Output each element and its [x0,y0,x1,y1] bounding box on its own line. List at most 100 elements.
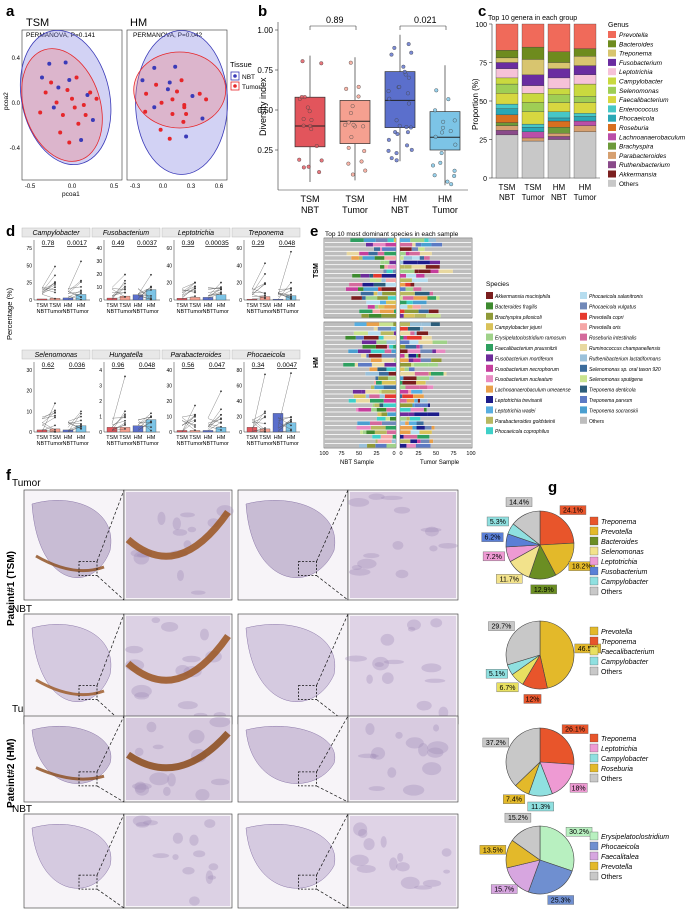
point-nbt [51,105,56,110]
x-tick-label: TSM [259,435,271,441]
species-segment [371,362,385,367]
jitter-point [401,64,406,69]
species-segment [424,425,432,430]
p-value-label: 0.0047 [277,362,297,369]
x-tick-label: TSM [259,303,271,309]
tissue-texture [396,862,410,872]
x-tick-label: Tumor [47,309,63,315]
x-tick-label: HM [274,303,283,309]
species-segment [419,326,424,331]
bar [132,425,144,433]
legend-label: Faecalibacterium prausnitzii [495,346,558,352]
panel-a-ordination: TSM HM PERMANOVA, P=0.141 PERMANOVA, P=0… [3,17,261,198]
pair-point [264,429,266,431]
strip-label: Phocaeicola [247,352,285,359]
species-segment [421,403,429,408]
jitter-point [441,119,446,124]
point-nbt [85,93,90,97]
legend-label: Faecalitalea [601,854,639,861]
species-segment [411,389,423,394]
pair-line [41,424,56,432]
species-segment [369,398,384,403]
jitter-point [309,118,314,123]
point-nbt [165,87,170,92]
stacked-segment [573,96,597,103]
tissue-texture [134,783,150,796]
legend-label: Erysipelatoclostridium ramosum [495,336,566,342]
pie-label-box [485,669,508,679]
bar [36,429,48,433]
x-tick-label: TSM [301,194,320,204]
tissue-texture [438,542,458,549]
legend-label: Selenomonas sp. oral taxon 920 [589,367,661,373]
x-tick-label: HM [553,183,566,192]
panel-a-frame-hm [126,29,228,181]
jitter-point [301,123,306,128]
p-value-label: 0.56 [182,362,195,369]
tissue-texture [433,724,440,732]
stacked-segment [495,130,519,136]
legend-swatch [608,58,616,66]
pair-line [181,288,196,296]
legend-swatch [608,114,616,122]
legend-label: Selenomonas sputigena [589,377,643,383]
x-tick-label: TSM [346,194,365,204]
species-segment [346,251,360,256]
pair-line [181,286,196,299]
species-segment-others [433,385,472,390]
tissue-texture [392,541,404,550]
species-segment [381,389,396,394]
pie-percent-label: 12% [525,696,539,703]
panel-f-row-tumor-1: Tumor [12,478,41,489]
pie-label-box [504,812,532,823]
pie-percent-label: 12.9% [534,587,554,594]
species-segment [365,371,380,376]
legend-swatch [589,656,599,666]
point-nbt [63,60,68,65]
stacked-segment [573,120,597,126]
species-segment [375,380,382,385]
x-tick-label: TSM [36,303,48,309]
jitter-point [386,89,391,94]
species-segment [366,300,380,305]
legend-swatch [580,396,587,403]
pair-line [67,261,82,291]
species-segment [407,349,421,354]
species-segment [400,367,405,372]
tissue-texture [363,838,375,851]
species-segment-others [324,242,366,247]
tissue-texture [422,762,442,776]
species-segment [369,394,380,399]
pair-line [41,412,56,418]
legend-label: Phocaeicola [619,116,655,123]
box [339,100,371,144]
pair-line [41,283,56,290]
jitter-point [386,148,391,153]
pair-line [277,430,292,432]
tissue-texture [180,512,195,518]
legend-label: Others [601,776,623,783]
pie-label-box [530,584,557,595]
species-segment-others [433,291,472,296]
pie-percent-label: 25.3% [551,897,571,904]
pair-point [290,289,292,292]
species-segment [393,309,396,314]
pair-line [277,288,292,290]
tissue-texture [190,590,206,595]
jitter-point [363,168,368,173]
species-segment [431,425,435,430]
point-tumor [181,119,186,124]
jitter-point [440,125,445,130]
pie-label-box [496,574,523,584]
pie-percent-label: 5.1% [489,671,505,678]
species-segment [384,394,396,399]
legend-swatch [608,142,616,150]
ellipse-tsm-nbt [19,29,112,166]
x-tick-label: TSM [525,183,542,192]
pair-point [80,427,82,430]
species-segment [418,353,421,358]
species-segment [387,376,396,381]
stacked-segment [547,88,571,95]
species-segment [423,407,427,412]
pair-line [111,296,126,300]
